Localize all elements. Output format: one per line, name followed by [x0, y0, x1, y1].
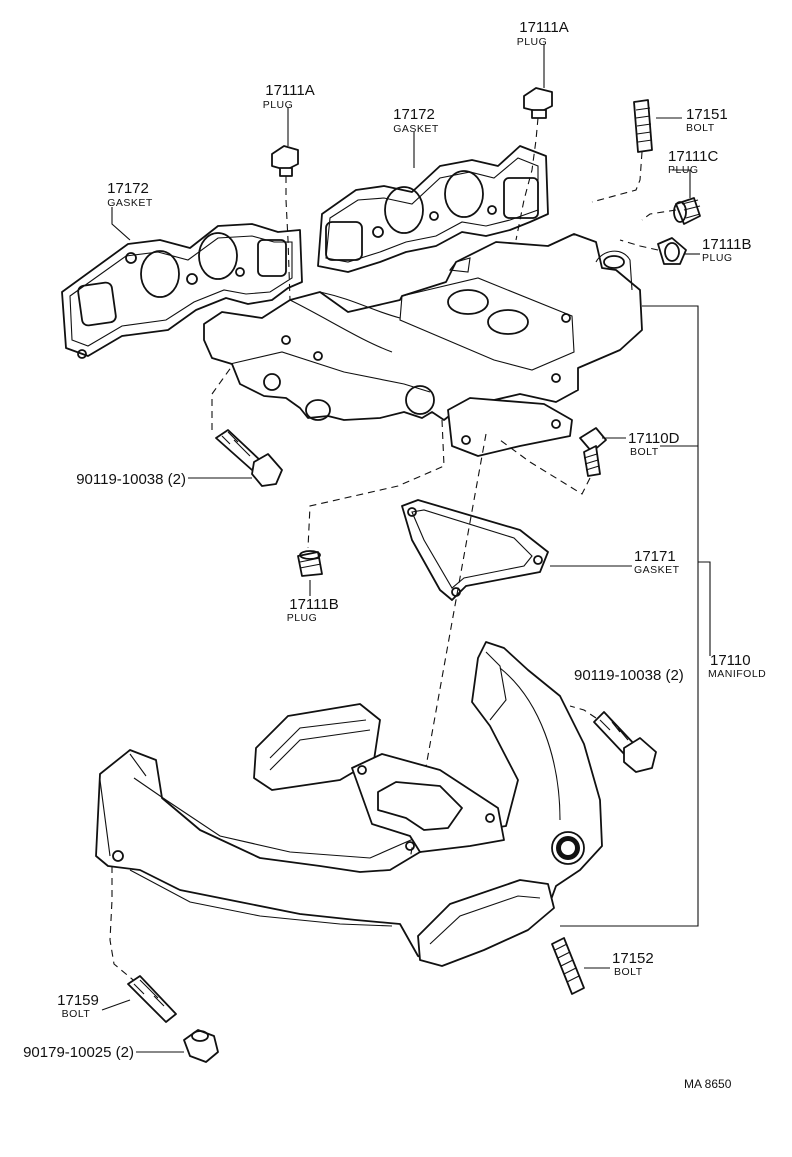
- figure-code: MA 8650: [684, 1077, 732, 1091]
- part-name: BOLT: [630, 446, 659, 458]
- part-label-plug-top: 17111A PLUG: [517, 19, 569, 48]
- fastener-label-bolt-right: 90119-10038 (2): [574, 667, 684, 684]
- leader-lines: [101, 44, 711, 1053]
- part-number: 17111A: [519, 19, 569, 36]
- bolt-17159-drawing: [109, 866, 177, 1023]
- part-label-bolt-17151: 17151 BOLT: [686, 106, 728, 134]
- nut-drawing: [183, 1029, 219, 1063]
- part-label-plug-17111c: 17111C PLUG: [668, 148, 718, 176]
- bolt-right-drawing: [569, 705, 657, 773]
- part-name: BOLT: [62, 1008, 91, 1020]
- part-name: GASKET: [107, 197, 153, 209]
- bolt-17152-drawing: [551, 937, 585, 995]
- part-name: BOLT: [614, 966, 643, 978]
- part-number: 17111B: [289, 596, 339, 613]
- part-label-gasket-left: 17172 GASKET: [107, 180, 153, 209]
- part-number: 17172: [393, 106, 435, 123]
- part-name: BOLT: [686, 122, 715, 134]
- bolt-17151-drawing: [591, 99, 653, 203]
- part-number: 17151: [686, 106, 728, 123]
- part-name: PLUG: [517, 36, 548, 48]
- fastener-label-nut: 90179-10025 (2): [23, 1044, 134, 1061]
- plug-top-drawing: [515, 87, 553, 241]
- guide-line-plug: [307, 419, 445, 549]
- gasket-17171-drawing: [401, 499, 549, 601]
- part-number: 17111A: [265, 82, 315, 99]
- part-number: 17172: [107, 180, 149, 197]
- part-number: 17110D: [628, 430, 680, 447]
- part-label-bolt-17152: 17152 BOLT: [612, 950, 654, 978]
- guide-line-manifold: [409, 433, 487, 861]
- part-label-gasket-center: 17172 GASKET: [393, 106, 439, 135]
- part-number: 17159: [57, 992, 99, 1009]
- part-number: 17171: [634, 548, 676, 565]
- part-name: PLUG: [287, 612, 318, 624]
- part-name: PLUG: [668, 164, 699, 176]
- gasket-center-drawing: [317, 145, 549, 273]
- exhaust-manifold-drawing: [95, 641, 603, 967]
- part-name: GASKET: [393, 123, 439, 135]
- part-label-plug-17111b-right: 17111B PLUG: [702, 236, 752, 264]
- part-name: PLUG: [263, 99, 294, 111]
- plug-left-drawing: [271, 145, 299, 301]
- part-name: PLUG: [702, 252, 733, 264]
- gasket-left-drawing: [61, 223, 303, 359]
- part-number: 17110: [710, 652, 751, 669]
- bolt-upper-left-drawing: [211, 365, 283, 487]
- part-name: GASKET: [634, 564, 680, 576]
- part-label-gasket-17171: 17171 GASKET: [634, 548, 680, 576]
- part-number: 17111C: [668, 148, 718, 165]
- part-name: MANIFOLD: [708, 668, 766, 680]
- fastener-label-bolt-upper-left: 90119-10038 (2): [76, 471, 186, 488]
- plug-17111b-right-drawing: [619, 237, 687, 265]
- part-label-bolt-17110d: 17110D BOLT: [628, 430, 680, 458]
- plug-17111c-drawing: [641, 197, 701, 225]
- bolt-17110d-drawing: [499, 427, 607, 495]
- part-label-plug-17111b-lower: 17111B PLUG: [287, 596, 339, 624]
- part-number: 17152: [612, 950, 654, 967]
- plug-17111b-lower-drawing: [297, 550, 323, 577]
- part-label-manifold-17110: 17110 MANIFOLD: [708, 652, 766, 680]
- intake-manifold-drawing: [203, 233, 643, 457]
- part-label-plug-left: 17111A PLUG: [263, 82, 315, 111]
- part-number: 17111B: [702, 236, 752, 253]
- part-label-bolt-17159: 17159 BOLT: [57, 992, 99, 1020]
